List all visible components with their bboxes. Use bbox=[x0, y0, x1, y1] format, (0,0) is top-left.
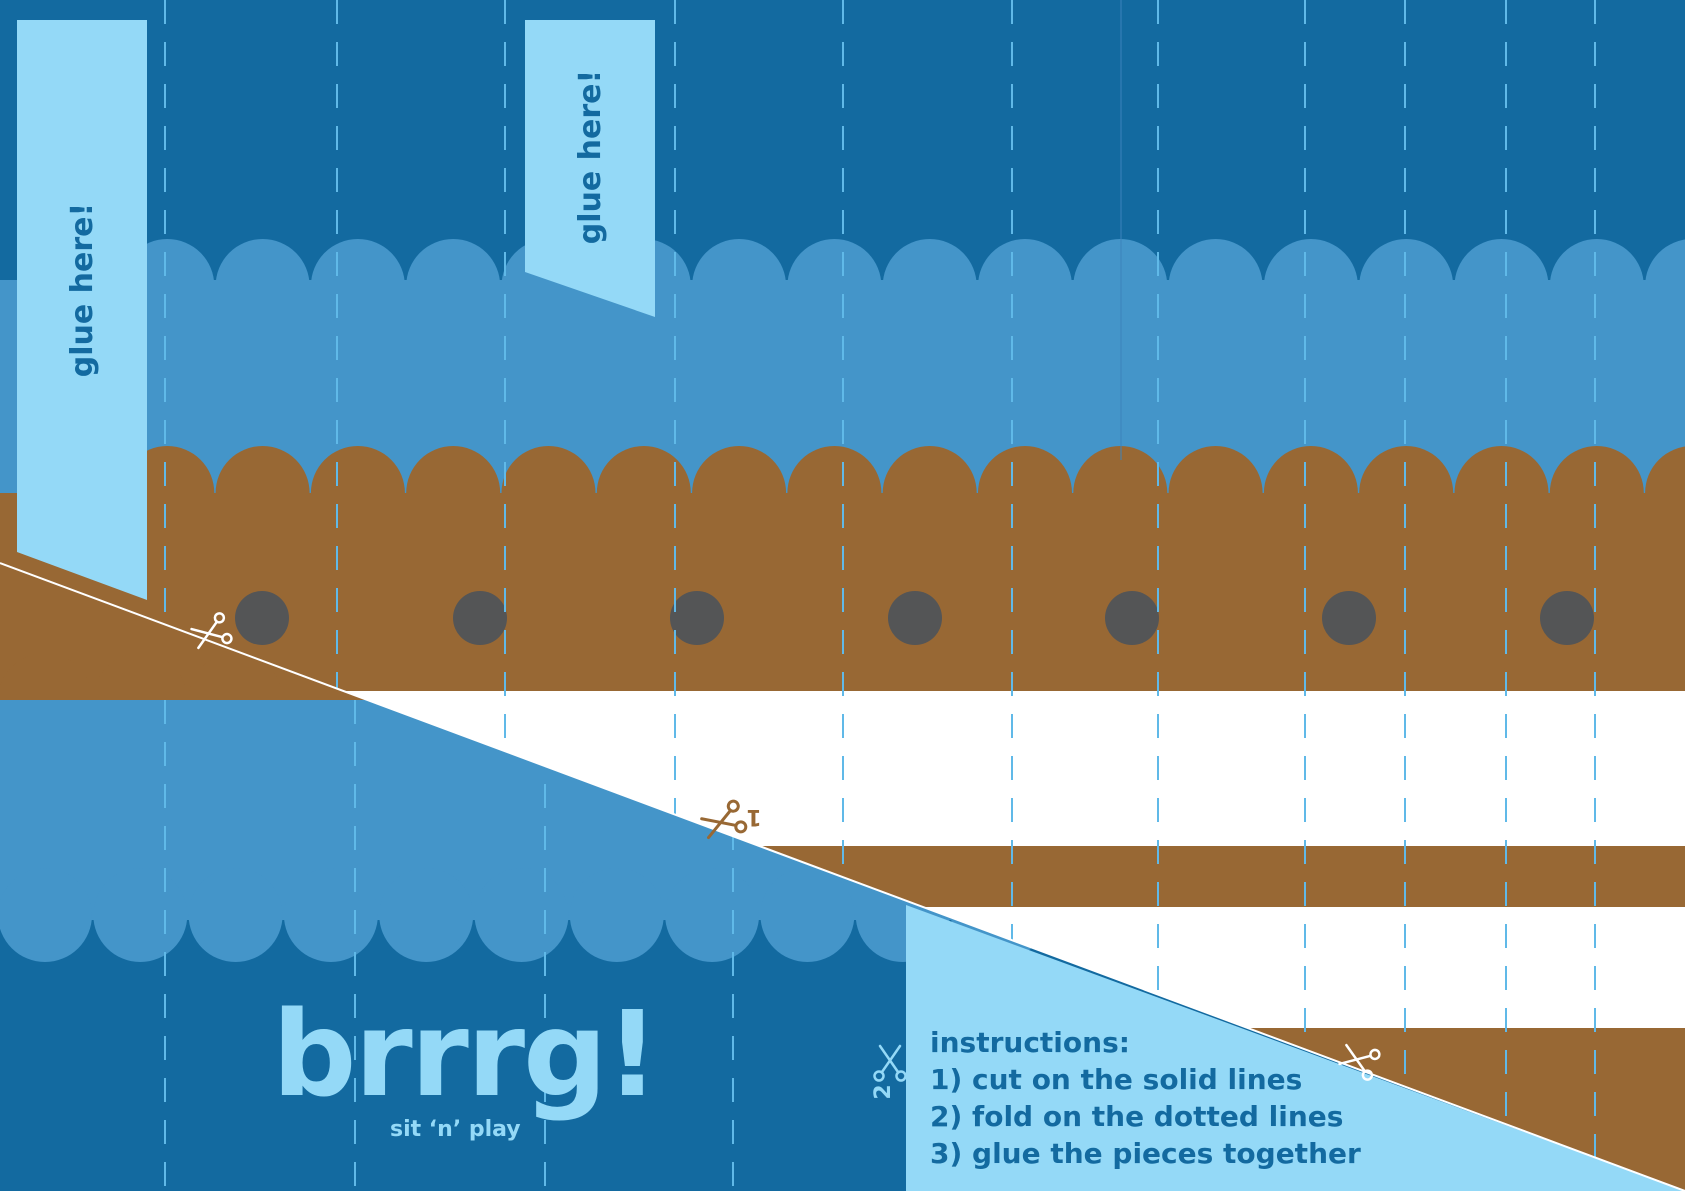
scallop bbox=[0, 868, 92, 962]
diagonal-cut-line bbox=[0, 562, 1685, 1191]
cut-mark: 1 bbox=[700, 799, 762, 840]
scallop bbox=[188, 868, 283, 962]
peg-hole bbox=[235, 591, 289, 645]
cut-mark bbox=[190, 612, 233, 650]
glue-tab-label: glue here! bbox=[573, 70, 608, 244]
logo-wordmark: brrrg! bbox=[272, 985, 659, 1123]
scissors-icon bbox=[1338, 1043, 1381, 1081]
scissors-icon bbox=[700, 799, 748, 840]
instruction-step: 3) glue the pieces together bbox=[930, 1137, 1361, 1170]
peg-hole bbox=[670, 591, 724, 645]
glue-tab-label: glue here! bbox=[65, 203, 100, 377]
cut-mark: 2 bbox=[871, 1044, 907, 1100]
cut-mark-number: 1 bbox=[746, 804, 761, 829]
peg-holes bbox=[235, 591, 1594, 645]
scissors-icon bbox=[873, 1044, 907, 1082]
peg-hole bbox=[888, 591, 942, 645]
scallop bbox=[569, 868, 664, 962]
scallop bbox=[283, 868, 378, 962]
peg-hole bbox=[1105, 591, 1159, 645]
instruction-step: 2) fold on the dotted lines bbox=[930, 1100, 1344, 1133]
instruction-step: 1) cut on the solid lines bbox=[930, 1063, 1303, 1096]
scallop bbox=[474, 868, 569, 962]
scallop bbox=[379, 868, 474, 962]
scallop bbox=[665, 868, 760, 962]
peg-hole bbox=[1540, 591, 1594, 645]
peg-hole bbox=[453, 591, 507, 645]
instructions: instructions: 1) cut on the solid lines … bbox=[930, 1024, 1490, 1172]
logo-tagline: sit ‘n’ play bbox=[390, 1117, 521, 1142]
instructions-heading: instructions: bbox=[930, 1026, 1130, 1059]
upper-fold-lines bbox=[164, 0, 1596, 1191]
glue-tab-right[interactable]: glue here! bbox=[525, 20, 655, 317]
scallop bbox=[93, 868, 188, 962]
peg-hole bbox=[1322, 591, 1376, 645]
brrrg-logo: brrrg! sit ‘n’ play bbox=[272, 995, 692, 1165]
instructions-panel bbox=[906, 905, 1685, 1191]
scissors-icon bbox=[190, 612, 233, 650]
cut-mark-number: 2 bbox=[871, 1084, 896, 1099]
glue-tab-left[interactable]: glue here! bbox=[17, 20, 147, 600]
cut-mark bbox=[1338, 1043, 1381, 1081]
scallop bbox=[760, 868, 855, 962]
